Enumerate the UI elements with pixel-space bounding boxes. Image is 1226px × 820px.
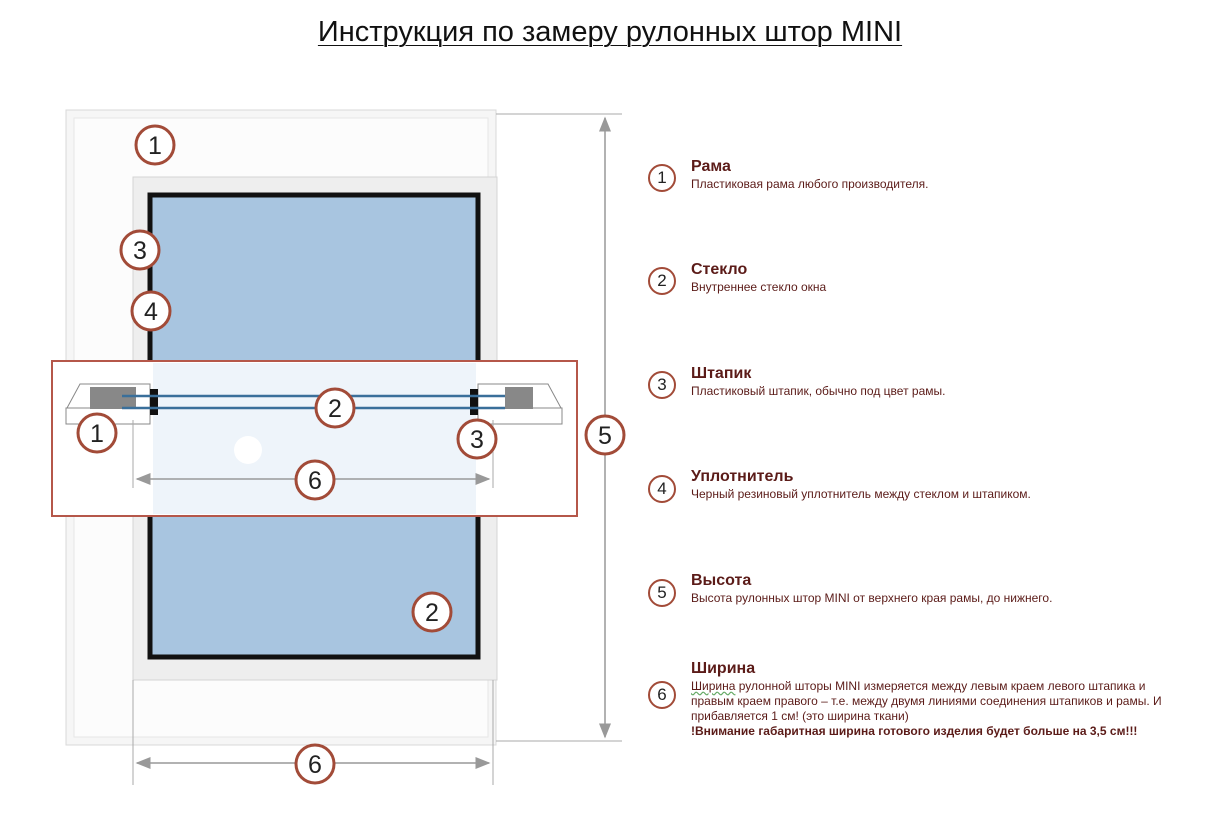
page-title: Инструкция по замеру рулонных штор MINI (317, 16, 903, 48)
legend-number: 4 (648, 475, 676, 503)
legend-desc: Черный резиновый уплотнитель между стекл… (691, 487, 1031, 501)
window-diagram: 1 3 4 1 2 3 6 2 5 6 (51, 109, 626, 785)
svg-text:3: 3 (133, 237, 147, 265)
legend-title: Высота (691, 572, 752, 589)
legend-number: 5 (648, 579, 676, 607)
legend-desc: Ширина рулонной шторы MINI измеряется ме… (691, 679, 1171, 739)
legend-number: 6 (648, 681, 676, 709)
callout-frame: 1 (134, 124, 176, 166)
legend-warning: !Внимание габаритная ширина готового изд… (691, 724, 1138, 738)
svg-text:2: 2 (425, 599, 439, 627)
legend-title: Уплотнитель (691, 468, 794, 485)
callout-width: 6 (294, 743, 336, 785)
legend-desc: Высота рулонных штор MINI от верхнего кр… (691, 591, 1053, 605)
callout-height: 5 (584, 414, 626, 456)
callout-bead: 3 (119, 229, 161, 271)
legend-number: 3 (648, 371, 676, 399)
legend-number: 1 (648, 164, 676, 192)
legend-desc: Пластиковая рама любого производителя. (691, 177, 929, 191)
callout-width-section: 6 (294, 459, 336, 501)
legend-title: Ширина (691, 660, 756, 677)
legend-desc: Пластиковый штапик, обычно под цвет рамы… (691, 384, 946, 398)
callout-glass-section: 2 (314, 387, 356, 429)
svg-text:4: 4 (144, 298, 158, 326)
callout-glass: 2 (411, 591, 453, 633)
svg-text:3: 3 (470, 426, 484, 454)
legend-title: Штапик (691, 365, 752, 382)
legend-title: Рама (691, 158, 731, 175)
callout-bead-section: 3 (456, 418, 498, 460)
callout-seal: 4 (130, 290, 172, 332)
svg-text:1: 1 (90, 420, 104, 448)
legend-title: Стекло (691, 261, 748, 278)
svg-text:1: 1 (148, 132, 162, 160)
svg-text:6: 6 (308, 751, 322, 779)
callout-frame-section: 1 (76, 412, 118, 454)
legend-desc: Внутреннее стекло окна (691, 280, 827, 294)
svg-text:5: 5 (598, 422, 612, 450)
svg-text:6: 6 (308, 467, 322, 495)
svg-text:2: 2 (328, 395, 342, 423)
legend-number: 2 (648, 267, 676, 295)
